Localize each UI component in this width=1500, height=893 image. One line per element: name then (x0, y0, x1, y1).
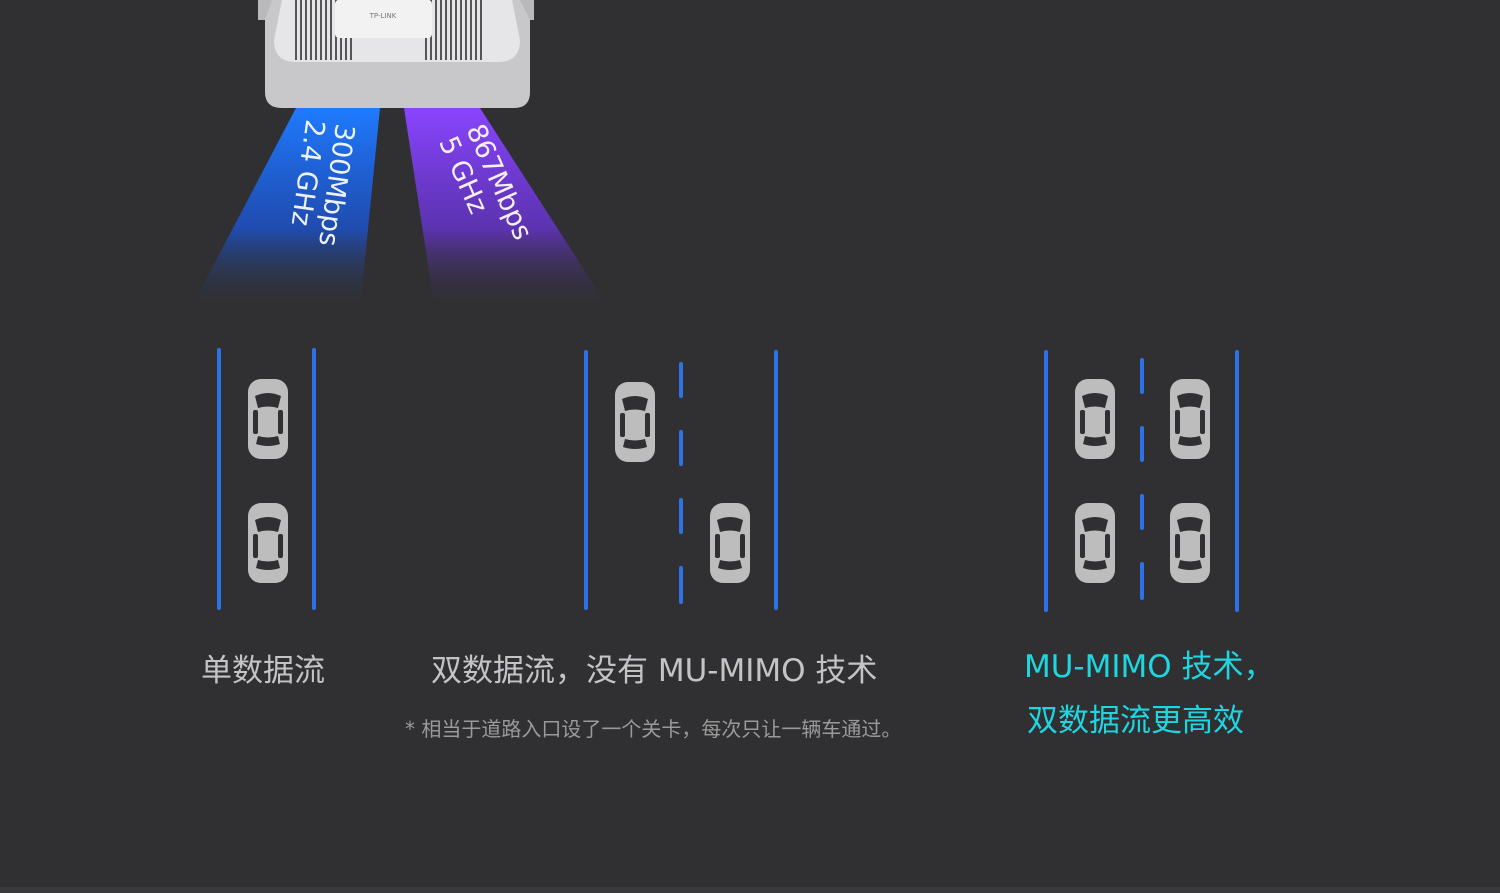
car-icon (247, 502, 289, 584)
car-icon (614, 381, 656, 463)
band-beam-2g (190, 108, 380, 310)
caption-mu-mimo-line1: MU-MIMO 技术， (1024, 649, 1275, 685)
lane-dash (1140, 358, 1144, 394)
car-icon (709, 502, 751, 584)
car-icon (1169, 502, 1211, 584)
lane-line (217, 348, 221, 610)
caption-mu-mimo: MU-MIMO 技术， 双数据流更高效 (1024, 640, 1275, 748)
lane-dash (1140, 562, 1144, 600)
lane-dash (1140, 426, 1144, 462)
car-icon (1169, 378, 1211, 460)
band-beam-5g (404, 108, 610, 310)
note-dual-stream: * 相当于道路入口设了一个关卡，每次只让一辆车通过。 (405, 717, 902, 741)
bottom-divider (0, 887, 1500, 893)
lane-line (584, 350, 588, 610)
caption-dual-stream: 双数据流，没有 MU-MIMO 技术 (431, 653, 878, 689)
lane-dash (679, 498, 683, 534)
lane-dash (1140, 494, 1144, 530)
caption-mu-mimo-line2: 双数据流更高效 (1027, 703, 1244, 739)
caption-single-stream: 单数据流 (201, 653, 325, 689)
car-icon (1074, 502, 1116, 584)
lane-dash (679, 566, 683, 604)
router-brand-logo: TP-LINK (369, 12, 397, 20)
lane-line (312, 348, 316, 610)
lane-dash (679, 430, 683, 466)
lane-line (1044, 350, 1048, 612)
lane-line (774, 350, 778, 610)
lane-line (1235, 350, 1239, 612)
lane-dash (679, 362, 683, 398)
router-icon: TP-LINK (258, 0, 534, 108)
router-illustration: TP-LINK (190, 0, 610, 310)
car-icon (1074, 378, 1116, 460)
car-icon (247, 378, 289, 460)
